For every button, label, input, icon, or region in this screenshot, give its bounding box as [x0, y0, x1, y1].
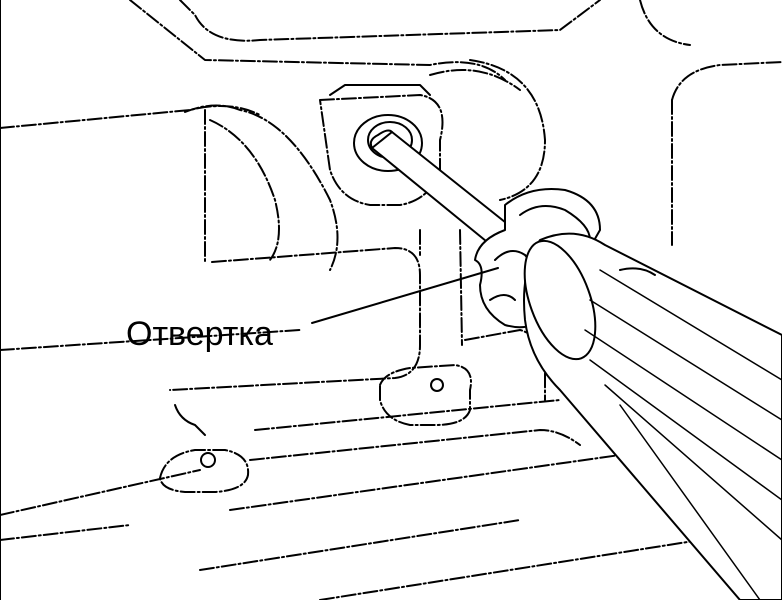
- right-cover: [639, 0, 782, 246]
- bolt-hole-icon: [200, 452, 216, 468]
- callout-leader-line: [311, 267, 499, 324]
- screwdriver-shaft: [369, 129, 516, 251]
- screwdriver-handle: [474, 188, 782, 600]
- callout-label: Отвертка: [126, 315, 273, 353]
- bore-boss: [319, 59, 546, 206]
- cylinder-body: [169, 104, 421, 391]
- bolt-hole-icon: [430, 378, 444, 392]
